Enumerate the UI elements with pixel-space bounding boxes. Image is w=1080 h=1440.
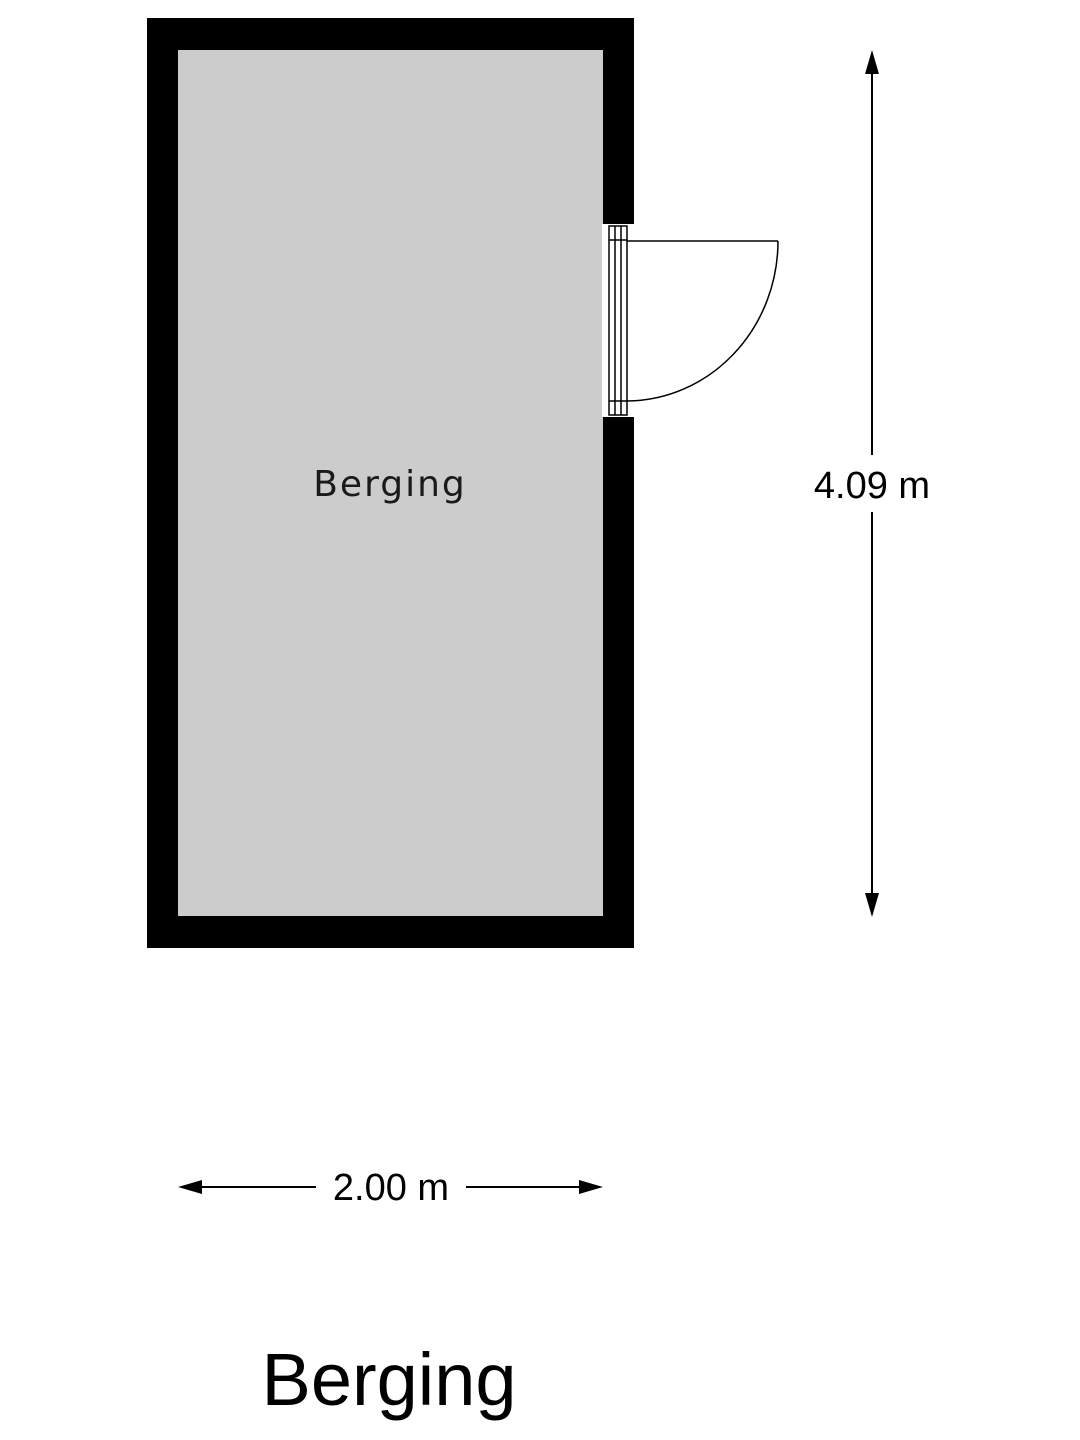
floor-area [178,50,603,916]
arrowhead-icon [865,893,879,917]
door-swing-arc [626,240,779,402]
width-dimension: 2.00 m [178,1167,603,1209]
plan-title: Berging [261,1338,516,1421]
height-dimension-label: 4.09 m [814,465,930,507]
room-label: Berging [313,464,467,505]
door-swing-icon [608,225,779,416]
width-dimension-label: 2.00 m [333,1167,449,1209]
arrowhead-icon [178,1180,202,1194]
arrowhead-icon [865,50,879,74]
height-dimension: 4.09 m [814,50,930,917]
arrowhead-icon [579,1180,603,1194]
door-frame [608,225,628,416]
room-walls [147,18,635,948]
door-opening [602,224,635,417]
